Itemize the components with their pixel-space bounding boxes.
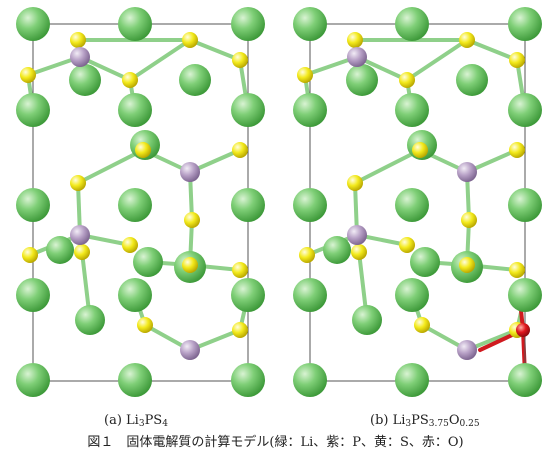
s-atom — [461, 212, 477, 228]
li-atom — [16, 93, 50, 127]
li-atom — [508, 188, 542, 222]
li-atom — [118, 7, 152, 41]
bond — [76, 148, 145, 185]
li-atom — [16, 363, 50, 397]
s-atom — [509, 142, 525, 158]
s-atom — [509, 262, 525, 278]
bond — [405, 38, 469, 82]
s-atom — [135, 142, 151, 158]
li-atom — [293, 7, 327, 41]
li-atom — [231, 93, 265, 127]
li-atom — [46, 236, 74, 264]
s-atom — [70, 175, 86, 191]
s-atom — [182, 32, 198, 48]
panel-b-li3ps375o025-model — [293, 7, 542, 397]
s-atom — [70, 32, 86, 48]
li-atom — [323, 236, 351, 264]
s-atom — [232, 262, 248, 278]
li-atom — [293, 278, 327, 312]
li-atom — [508, 7, 542, 41]
p-atom — [457, 162, 477, 182]
li-atom — [456, 64, 488, 96]
li-atom — [352, 305, 382, 335]
p-atom — [457, 340, 477, 360]
panel-a-li3ps4-model — [16, 7, 265, 397]
s-atom — [412, 142, 428, 158]
bond — [465, 38, 519, 62]
bond — [353, 148, 422, 185]
atoms-layer — [293, 7, 542, 397]
s-atom — [22, 247, 38, 263]
li-atom — [231, 7, 265, 41]
panel-a-caption: (a) Li3PS4 — [104, 413, 168, 429]
atoms-layer — [16, 7, 265, 397]
p-atom — [180, 340, 200, 360]
s-atom — [399, 72, 415, 88]
s-atom — [297, 67, 313, 83]
li-atom — [179, 64, 211, 96]
s-atom — [459, 257, 475, 273]
li-atom — [118, 188, 152, 222]
bond — [188, 38, 242, 62]
s-atom — [232, 52, 248, 68]
li-atom — [395, 7, 429, 41]
p-atom — [347, 47, 367, 67]
s-atom — [232, 322, 248, 338]
s-atom — [347, 175, 363, 191]
s-atom — [299, 247, 315, 263]
li-atom — [395, 363, 429, 397]
li-atom — [231, 188, 265, 222]
li-atom — [16, 278, 50, 312]
panel-b-caption: (b) Li3PS3.75O0.25 — [370, 413, 480, 429]
li-atom — [118, 363, 152, 397]
li-atom — [346, 64, 378, 96]
li-atom — [508, 93, 542, 127]
p-atom — [347, 225, 367, 245]
figure-caption: 図１ 固体電解質の計算モデル(緑：Li、紫：P、黄：S、赤：O) — [87, 435, 464, 450]
bond — [128, 38, 192, 82]
s-atom — [459, 32, 475, 48]
s-atom — [232, 142, 248, 158]
li-atom — [395, 278, 429, 312]
li-atom — [508, 363, 542, 397]
li-atom — [508, 278, 542, 312]
li-atom — [75, 305, 105, 335]
s-atom — [509, 52, 525, 68]
s-atom — [414, 317, 430, 333]
p-atom — [70, 47, 90, 67]
s-atom — [74, 244, 90, 260]
li-atom — [293, 363, 327, 397]
li-atom — [231, 278, 265, 312]
p-atom — [180, 162, 200, 182]
li-atom — [133, 247, 163, 277]
s-atom — [184, 212, 200, 228]
s-atom — [182, 257, 198, 273]
s-atom — [399, 237, 415, 253]
li-atom — [118, 93, 152, 127]
li-atom — [410, 247, 440, 277]
li-atom — [395, 93, 429, 127]
li-atom — [395, 188, 429, 222]
li-atom — [16, 7, 50, 41]
li-atom — [293, 188, 327, 222]
s-atom — [347, 32, 363, 48]
s-atom — [122, 237, 138, 253]
p-atom — [70, 225, 90, 245]
o-atom — [516, 323, 530, 337]
li-atom — [118, 278, 152, 312]
s-atom — [20, 67, 36, 83]
li-atom — [293, 93, 327, 127]
li-atom — [69, 64, 101, 96]
s-atom — [122, 72, 138, 88]
li-atom — [16, 188, 50, 222]
s-atom — [351, 244, 367, 260]
li-atom — [231, 363, 265, 397]
s-atom — [137, 317, 153, 333]
